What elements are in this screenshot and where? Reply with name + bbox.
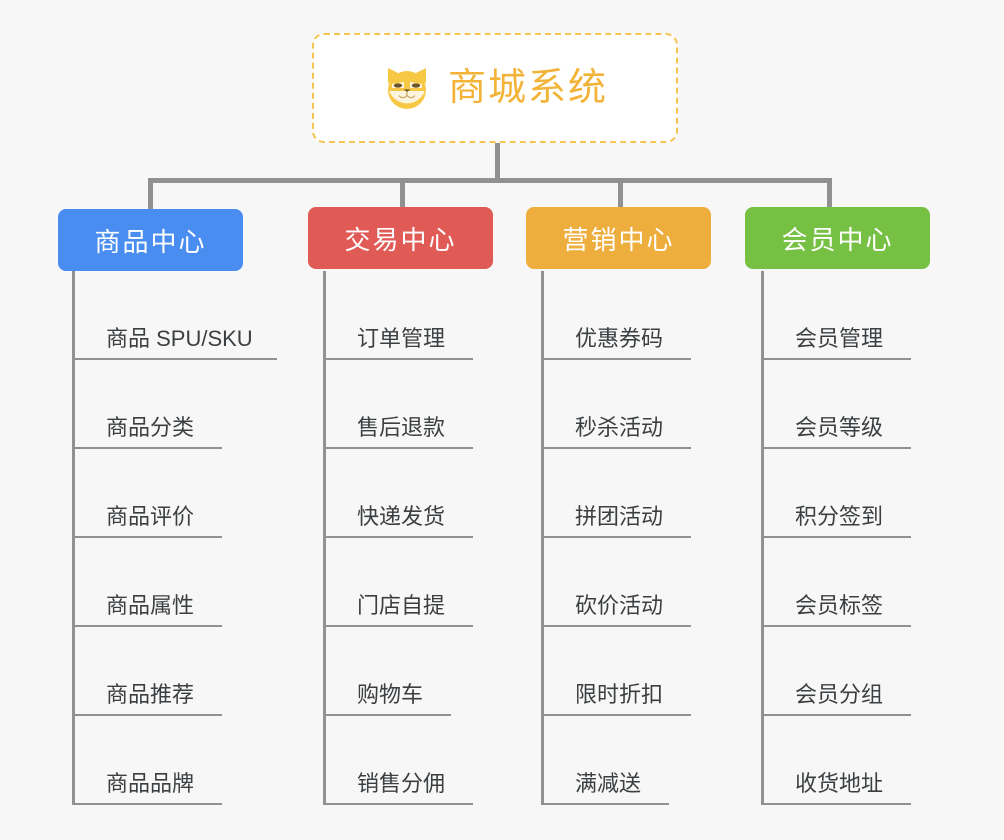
list-item[interactable]: 积分签到 (761, 449, 991, 538)
leaf-label: 优惠券码 (541, 328, 691, 360)
list-item[interactable]: 门店自提 (323, 538, 553, 627)
list-item[interactable]: 商品评价 (72, 449, 302, 538)
column-member-center: 会员管理 会员等级 积分签到 会员标签 会员分组 收货地址 (761, 271, 991, 805)
list-item[interactable]: 购物车 (323, 627, 553, 716)
category-label: 商品中心 (94, 226, 207, 257)
list-item[interactable]: 商品品牌 (72, 716, 302, 805)
category-label: 交易中心 (344, 224, 457, 255)
leaf-label: 砍价活动 (541, 595, 691, 627)
leaf-label: 秒杀活动 (541, 417, 691, 449)
leaf-label: 快递发货 (323, 506, 473, 538)
leaf-label: 拼团活动 (541, 506, 691, 538)
connector-branch-1 (148, 178, 153, 210)
connector-horizontal-bus (148, 178, 832, 183)
column-product-center: 商品 SPU/SKU 商品分类 商品评价 商品属性 商品推荐 商品品牌 (72, 271, 302, 805)
list-item[interactable]: 秒杀活动 (541, 360, 771, 449)
list-item[interactable]: 优惠券码 (541, 271, 771, 360)
column-stem (541, 271, 544, 805)
leaf-label: 购物车 (323, 684, 451, 716)
leaf-label: 会员管理 (761, 328, 911, 360)
list-item[interactable]: 销售分佣 (323, 716, 553, 805)
leaf-label: 门店自提 (323, 595, 473, 627)
column-marketing-center: 优惠券码 秒杀活动 拼团活动 砍价活动 限时折扣 满减送 (541, 271, 771, 805)
leaf-label: 订单管理 (323, 328, 473, 360)
leaf-label: 会员标签 (761, 595, 911, 627)
list-item[interactable]: 会员标签 (761, 538, 991, 627)
connector-branch-4 (827, 178, 832, 210)
leaf-label: 商品评价 (72, 506, 222, 538)
root-title: 商城系统 (447, 67, 608, 109)
leaf-label: 收货地址 (761, 773, 911, 805)
list-item[interactable]: 商品属性 (72, 538, 302, 627)
shiba-dog-face-icon (387, 68, 426, 109)
column-stem (72, 271, 75, 805)
leaf-label: 限时折扣 (541, 684, 691, 716)
leaf-label: 商品属性 (72, 595, 222, 627)
list-item[interactable]: 满减送 (541, 716, 771, 805)
leaf-label: 满减送 (541, 773, 669, 805)
list-item[interactable]: 订单管理 (323, 271, 553, 360)
connector-branch-2 (400, 178, 405, 210)
list-item[interactable]: 拼团活动 (541, 449, 771, 538)
root-node[interactable]: 商城系统 (312, 33, 678, 143)
list-item[interactable]: 砍价活动 (541, 538, 771, 627)
leaf-label: 商品 SPU/SKU (72, 328, 277, 360)
leaf-label: 商品品牌 (72, 773, 222, 805)
list-item[interactable]: 售后退款 (323, 360, 553, 449)
leaf-label: 销售分佣 (323, 773, 473, 805)
connector-branch-3 (618, 178, 623, 210)
leaf-label: 积分签到 (761, 506, 911, 538)
list-item[interactable]: 收货地址 (761, 716, 991, 805)
list-item[interactable]: 商品推荐 (72, 627, 302, 716)
category-box-member-center[interactable]: 会员中心 (745, 207, 930, 269)
category-box-product-center[interactable]: 商品中心 (58, 209, 243, 271)
column-stem (761, 271, 764, 805)
leaf-label: 会员等级 (761, 417, 911, 449)
category-box-marketing-center[interactable]: 营销中心 (526, 207, 711, 269)
list-item[interactable]: 快递发货 (323, 449, 553, 538)
leaf-label: 会员分组 (761, 684, 911, 716)
list-item[interactable]: 会员分组 (761, 627, 991, 716)
list-item[interactable]: 限时折扣 (541, 627, 771, 716)
leaf-label: 售后退款 (323, 417, 473, 449)
list-item[interactable]: 商品 SPU/SKU (72, 271, 302, 360)
leaf-label: 商品分类 (72, 417, 222, 449)
column-trade-center: 订单管理 售后退款 快递发货 门店自提 购物车 销售分佣 (323, 271, 553, 805)
category-label: 营销中心 (562, 224, 675, 255)
category-box-trade-center[interactable]: 交易中心 (308, 207, 493, 269)
leaf-label: 商品推荐 (72, 684, 222, 716)
list-item[interactable]: 商品分类 (72, 360, 302, 449)
connector-root-stem (495, 143, 500, 182)
category-label: 会员中心 (781, 224, 894, 255)
column-stem (323, 271, 326, 805)
list-item[interactable]: 会员等级 (761, 360, 991, 449)
list-item[interactable]: 会员管理 (761, 271, 991, 360)
